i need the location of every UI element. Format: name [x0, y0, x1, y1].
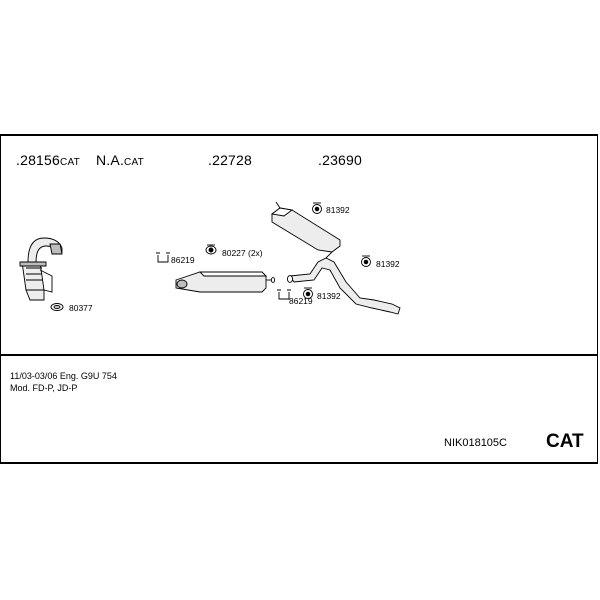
rubber-81392-right-icon — [361, 255, 371, 267]
models-text: Mod. FD-P, JD-P — [10, 383, 78, 393]
callout-81392-top: 81392 — [326, 205, 350, 215]
diagram-frame — [0, 134, 598, 464]
part-number-catalyst-value: .28156 — [16, 152, 61, 168]
rear-silencer-part — [270, 201, 401, 315]
hanger-86219-bottom-icon — [277, 289, 291, 300]
clamp-80377-icon — [50, 303, 64, 311]
part-number-na-value: N.A. — [96, 152, 125, 168]
callout-80227: 80227 (2x) — [222, 248, 263, 258]
part-number-na: N.A.CAT — [96, 152, 144, 168]
part-number-rear-silencer: .23690 — [318, 152, 362, 168]
rubber-81392-mid-icon — [303, 287, 313, 299]
part-number-middle-silencer-value: .22728 — [208, 152, 253, 168]
hanger-86219-left-icon — [156, 252, 170, 263]
callout-80377: 80377 — [69, 303, 93, 313]
part-number-na-suffix: CAT — [124, 157, 144, 168]
callout-81392-mid: 81392 — [317, 291, 341, 301]
callout-86219-bottom: 86219 — [289, 296, 313, 306]
part-number-middle-silencer: .22728 — [208, 152, 252, 168]
dates-engine-text: 11/03-03/06 Eng. G9U 754 — [10, 371, 117, 381]
kit-code: NIK018105C — [444, 437, 507, 449]
rubber-81392-top-icon — [312, 202, 322, 214]
callout-81392-right: 81392 — [376, 259, 400, 269]
middle-silencer-part — [175, 271, 276, 293]
kit-type: CAT — [546, 431, 584, 452]
section-divider — [0, 354, 598, 356]
clamp-80227-icon — [205, 244, 217, 255]
part-number-catalyst-suffix: CAT — [60, 157, 80, 168]
callout-86219-left: 86219 — [171, 255, 195, 265]
catalyst-part — [19, 237, 63, 301]
part-number-catalyst: .28156CAT — [16, 152, 80, 168]
part-number-rear-silencer-value: .23690 — [318, 152, 363, 168]
